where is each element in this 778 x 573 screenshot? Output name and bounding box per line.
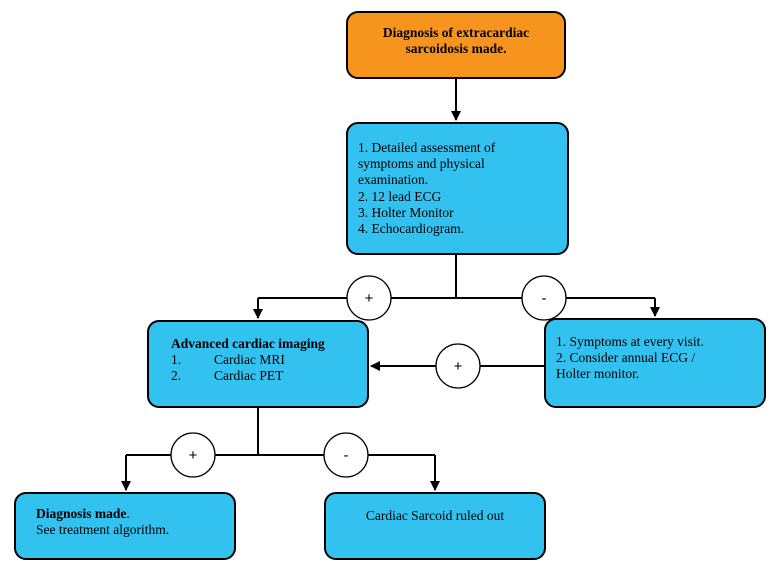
diagnosis-title-line: Diagnosis made.	[36, 506, 224, 522]
assessment-line-4: 2. 12 lead ECG	[358, 188, 442, 204]
negative-sign-1: -	[542, 290, 547, 307]
imaging-item-mri: 1. Cardiac MRI	[171, 352, 357, 368]
positive-circle-3	[170, 432, 216, 478]
imaging-item-number: 2.	[171, 368, 182, 384]
diagnosis-line-2: See treatment algorithm.	[36, 522, 170, 538]
followup-line-2: 2. Consider annual ECG /	[556, 350, 696, 366]
followup-line-1: 1. Symptoms at every visit.	[556, 334, 704, 349]
imaging-item-label: Cardiac MRI	[214, 352, 285, 368]
negative-circle-2	[323, 432, 369, 478]
negative-sign-2: -	[344, 447, 349, 464]
start-line-2: sarcoidosis made.	[405, 41, 507, 57]
imaging-item-pet: 2. Cardiac PET	[171, 368, 357, 384]
start-line-1: Diagnosis of extracardiac	[382, 25, 530, 40]
diagnosis-box: Diagnosis made. See treatment algorithm.	[14, 492, 236, 560]
assessment-line-5: 3. Holter Monitor	[358, 204, 454, 220]
imaging-box: Advanced cardiac imaging 1. Cardiac MRI …	[147, 320, 369, 408]
positive-circle-1	[346, 275, 392, 321]
negative-circle-1	[521, 275, 567, 321]
positive-sign-1: +	[365, 290, 374, 307]
positive-circle-2	[435, 343, 481, 389]
assessment-line-3: examination.	[358, 172, 429, 188]
followup-line-3: Holter monitor.	[556, 366, 640, 382]
ruled-out-text: Cardiac Sarcoid ruled out	[365, 508, 505, 523]
diagnosis-title-suffix: .	[126, 506, 130, 521]
ruled-out-box: Cardiac Sarcoid ruled out	[324, 492, 546, 560]
start-box: Diagnosis of extracardiac sarcoidosis ma…	[346, 11, 566, 79]
assessment-line-2: symptoms and physical	[358, 156, 485, 172]
assessment-line-1: 1. Detailed assessment of	[358, 140, 496, 155]
followup-box: 1. Symptoms at every visit. 2. Consider …	[544, 318, 766, 408]
positive-sign-2: +	[454, 358, 463, 375]
imaging-item-number: 1.	[171, 352, 182, 368]
assessment-line-6: 4. Echocardiogram.	[358, 220, 465, 236]
positive-sign-3: +	[189, 447, 198, 464]
assessment-box: 1. Detailed assessment of symptoms and p…	[346, 122, 569, 255]
diagnosis-title: Diagnosis made	[36, 506, 127, 521]
imaging-item-label: Cardiac PET	[214, 368, 284, 384]
imaging-title: Advanced cardiac imaging	[171, 336, 325, 351]
